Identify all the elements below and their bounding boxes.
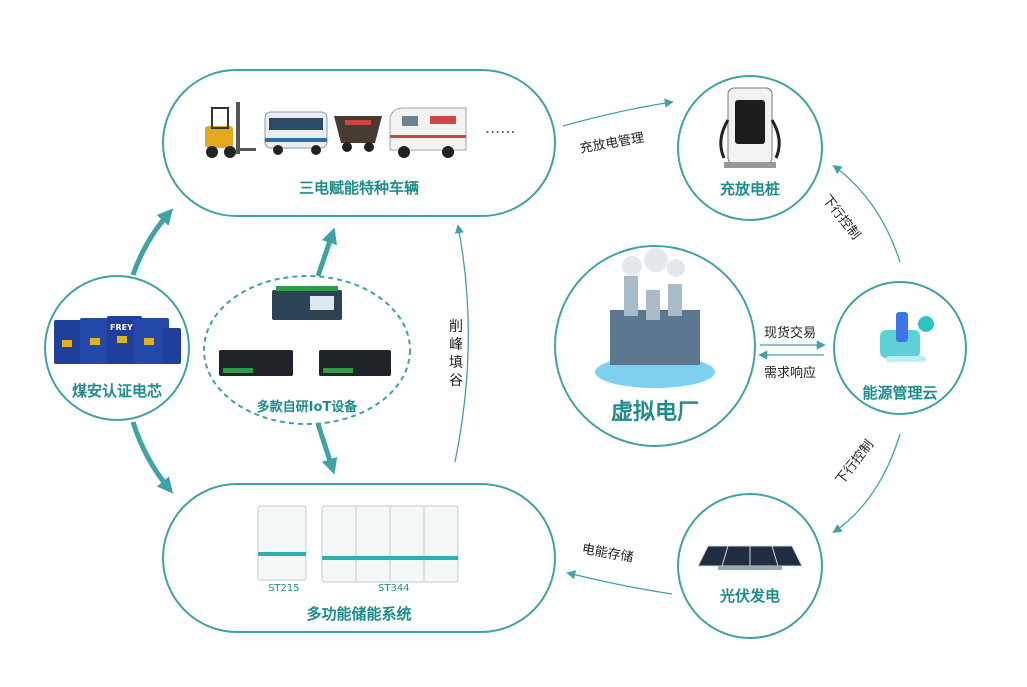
arrow-downlink-bottom [832, 433, 901, 534]
storage-cabinet-st344-icon [321, 505, 459, 583]
edge-peak-shaving-label: 削峰填谷 [449, 319, 463, 389]
cloud-label: 能源管理云 [862, 384, 938, 402]
mine-cart-icon [334, 116, 382, 152]
energy-cloud-icon [880, 312, 934, 362]
solar-panel-icon [697, 545, 803, 570]
charging-pile-icon [719, 87, 781, 168]
iot-label: 多款自研IoT设备 [256, 400, 358, 415]
storage-model-st215: ST215 [268, 583, 300, 594]
arrow-iot-to-vehicles [315, 227, 337, 277]
storage-label: 多功能储能系统 [306, 605, 412, 623]
iot-controller-icon [272, 286, 342, 320]
cell-label: 煤安认证电芯 [71, 382, 162, 400]
storage-cabinet-st215-icon [257, 505, 307, 581]
more-vehicles-ellipsis: ...... [485, 118, 516, 137]
arrow-cell-to-vehicles [130, 208, 174, 276]
iot-gateway-right-icon [319, 350, 391, 376]
forklift-icon [205, 102, 256, 158]
arrow-downlink-top [832, 164, 901, 263]
pv-label: 光伏发电 [719, 587, 780, 605]
arrow-cell-to-storage [130, 421, 174, 494]
vehicles-label: 三电赋能特种车辆 [298, 179, 419, 197]
arrow-iot-to-storage [315, 423, 338, 475]
storage-model-st344: ST344 [378, 583, 410, 594]
arrow-energy-storage [566, 570, 673, 595]
edge-demand-response-label: 需求响应 [764, 366, 817, 381]
battery-brand-text: FREY [110, 323, 133, 332]
battery-cells-icon [54, 316, 181, 364]
rv-icon [389, 107, 467, 158]
power-plant-icon [595, 248, 715, 388]
arrow-charge-mgmt [562, 98, 674, 127]
vpp-label: 虚拟电厂 [610, 400, 699, 425]
iot-gateway-left-icon [219, 350, 293, 376]
charging-label: 充放电桩 [719, 180, 780, 198]
edge-spot-trade-label: 现货交易 [764, 326, 817, 341]
bus-icon [264, 111, 328, 155]
arrow-peak-shaving [454, 224, 469, 463]
iot-dashed-ellipse [203, 275, 411, 425]
